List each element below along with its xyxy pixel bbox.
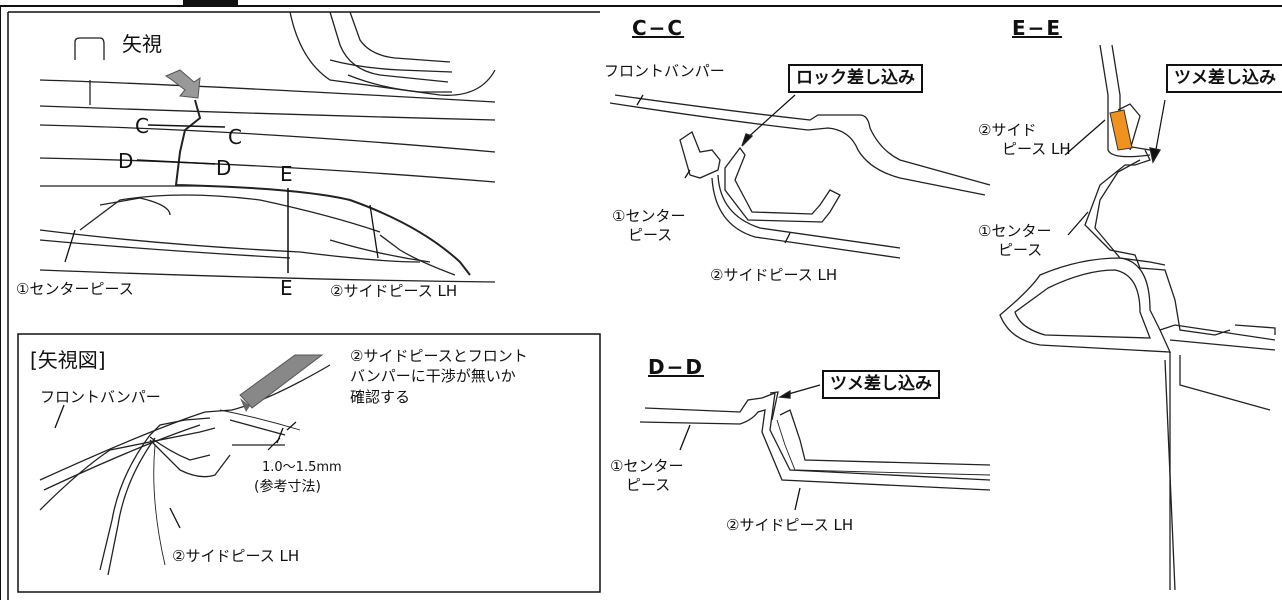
ee-claw-highlight: [1109, 109, 1133, 151]
outer-frame: [0, 5, 1282, 600]
main-side-piece-label: ②サイドピース LH: [330, 282, 458, 300]
section-cc-title: C−C: [632, 16, 685, 40]
dd-side-piece-label: ②サイドピース LH: [726, 516, 854, 534]
section-cc-drawing: [609, 94, 991, 259]
ee-center-piece-line1: ①センター: [978, 222, 1052, 240]
section-c-left-label: C: [135, 114, 149, 138]
interference-check-note: ②サイドピースとフロント バンパーに干渉が無いか 確認する: [350, 346, 528, 407]
cc-center-piece-line1: ①センター: [612, 207, 686, 225]
inset-side-piece-label: ②サイドピース LH: [172, 547, 300, 565]
section-ee-title: E−E: [1012, 16, 1063, 40]
main-view-drawing: [39, 11, 496, 283]
section-d-left-label: D: [118, 149, 134, 173]
section-e-top-label: E: [280, 162, 293, 186]
inset-drawing: [39, 364, 331, 576]
view-direction-arrow: [164, 69, 201, 99]
section-dd-drawing: [639, 384, 991, 511]
section-e-bottom-label: E: [280, 276, 293, 300]
note-line-2: バンパーに干渉が無いか: [350, 367, 516, 386]
note-line-3: 確認する: [350, 387, 411, 406]
gap-dimension: 1.0〜1.5mm: [262, 460, 342, 475]
dd-claw-insert-callout: ツメ差し込み: [822, 370, 940, 399]
header-tab: [183, 0, 238, 6]
inset-front-bumper-label: フロントバンパー: [40, 388, 161, 406]
cc-front-bumper-label: フロントバンパー: [604, 62, 725, 80]
note-line-1: ②サイドピースとフロント: [350, 347, 528, 365]
ee-side-piece-line2: ピース LH: [1002, 140, 1071, 158]
dd-center-piece-line2: ピース: [626, 476, 671, 494]
inset-side-piece-highlight: [239, 354, 324, 409]
gap-reference-note: (参考寸法): [254, 479, 321, 495]
section-c-right-label: C: [228, 125, 242, 149]
section-d-right-label: D: [216, 156, 232, 180]
section-ee-drawing: [999, 44, 1276, 591]
ee-center-piece-line2: ピース: [998, 241, 1043, 259]
cc-side-piece-label: ②サイドピース LH: [710, 266, 838, 284]
dd-center-piece-line1: ①センター: [610, 457, 684, 475]
ee-side-piece-line1: ②サイド: [978, 121, 1037, 139]
section-dd-title: D−D: [648, 355, 704, 379]
main-center-piece-label: ①センターピース: [16, 280, 134, 298]
cc-lock-insert-callout: ロック差し込み: [788, 64, 923, 93]
arrow-view-label: 矢視: [122, 32, 162, 56]
inset-arrow-tip: [240, 398, 250, 412]
cc-center-piece-line2: ピース: [628, 226, 673, 244]
ee-claw-insert-callout: ツメ差し込み: [1166, 64, 1282, 93]
inset-title: [矢視図]: [30, 348, 106, 372]
arrow-view-inset-frame: [17, 333, 601, 593]
